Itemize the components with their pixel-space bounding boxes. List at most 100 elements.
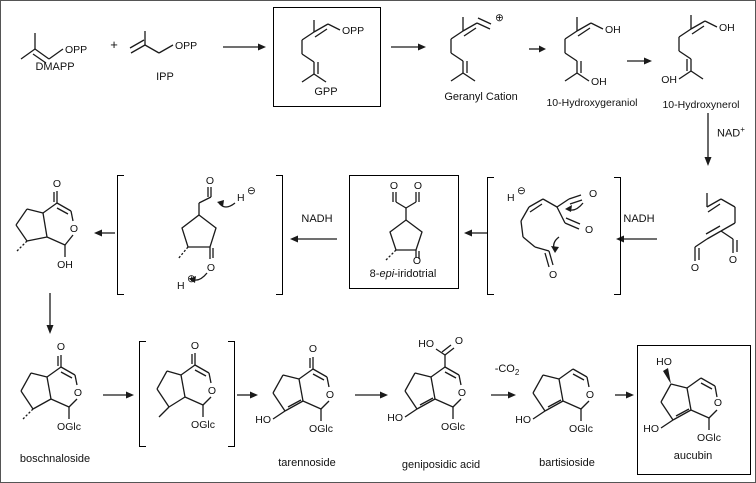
ring-oxygen-label: O (326, 389, 334, 401)
hydroxygeraniol-structure: OH OH (564, 17, 621, 88)
iridotrial-structure: O O O (385, 180, 423, 267)
oglc-label: OGlc (697, 432, 721, 444)
bracket-left (487, 177, 494, 295)
hydride-label: H (237, 192, 245, 204)
cyclization-intermediate: H ⊖ O O O (487, 177, 621, 295)
reduction-structure: O H ⊖ O H ⊕ (177, 175, 256, 292)
proton-label: H (177, 280, 185, 292)
arrow-to-gpp (223, 43, 266, 51)
carboxyl-hydroxyl-label: HO (418, 338, 434, 350)
arrow-down-to-boschnaloside (46, 293, 54, 334)
arrow-nadh-right (616, 235, 657, 243)
gpp-structure: OPP (301, 20, 364, 83)
bartisioside-structure: O OGlc HO (515, 368, 594, 435)
arrow-to-hydroxygeraniol (529, 45, 546, 53)
hydroxymethyl-label: HO (515, 414, 531, 426)
aldehyde-oxygen-label: O (413, 255, 421, 267)
aucubin-box: O HO OGlc HO aucubin (637, 345, 751, 475)
aldehyde-oxygen-label: O (549, 269, 557, 281)
ring-oxygen-label: O (458, 387, 466, 399)
arrow-nadh-left (290, 235, 337, 243)
gpp-box: OPP GPP (273, 7, 381, 107)
aucubin-label: aucubin (673, 450, 713, 462)
plus-sign: + (110, 37, 118, 52)
arrow-to-bartisioside (491, 391, 516, 399)
hydroxyl-label: OH (591, 76, 607, 88)
intermediate-structure: O O OGlc (156, 340, 216, 431)
nad-label: NAD+ (717, 125, 745, 140)
minus-charge-icon: ⊖ (517, 185, 526, 197)
nadh-label: NADH (623, 213, 655, 225)
oxogeranial-structure: O O (691, 193, 738, 274)
plus-charge-icon: ⊕ (187, 273, 196, 285)
tarennoside-label: tarennoside (278, 457, 336, 469)
ring-oxygen-label: O (74, 387, 82, 399)
opp-label: OPP (175, 40, 197, 52)
tarennoside-structure: O O OGlc HO (255, 343, 334, 435)
arrow-nad-down (704, 113, 712, 166)
hydroxyl-label: OH (605, 24, 621, 36)
ring-oxygen-label: O (714, 397, 722, 409)
ipp-label: IPP (156, 71, 174, 83)
oglc-label: OGlc (309, 423, 333, 435)
hydroxymethyl-label: HO (643, 423, 659, 435)
aldehyde-oxygen-label: O (691, 262, 699, 274)
opp-label: OPP (65, 44, 87, 56)
arrow-to-lactol (94, 229, 115, 237)
minus-charge-icon: ⊖ (247, 185, 256, 197)
hydride-label: H (507, 192, 515, 204)
ipp-structure: OPP (129, 31, 197, 54)
arrow-to-iridotrial (464, 229, 487, 237)
boschnaloside-label: boschnaloside (19, 453, 91, 465)
hydroxymethyl-label: HO (387, 412, 403, 424)
hydroxyl-label: OH (57, 259, 73, 271)
aldehyde-oxygen-label: O (390, 180, 398, 192)
hydroxymethyl-label: HO (255, 414, 271, 426)
geniposidic-acid-label: geniposidic acid (401, 459, 481, 471)
arrow-to-intermediate (103, 391, 134, 399)
aldehyde-oxygen-label: O (589, 188, 597, 200)
iridotrial-box: O O O 8-epi-iridotrial (349, 175, 459, 289)
bracket-left (139, 341, 146, 447)
oglc-label: OGlc (441, 421, 465, 433)
geranyl-cation-label: Geranyl Cation (444, 91, 518, 103)
hydroxyl-label: OH (719, 22, 735, 34)
hydroxyl-label: OH (661, 74, 677, 86)
aldehyde-oxygen-label: O (57, 341, 65, 353)
plus-charge-icon: ⊕ (495, 12, 504, 24)
aldehyde-oxygen-label: O (585, 224, 593, 236)
gpp-label: GPP (314, 86, 338, 98)
aldehyde-oxygen-label: O (414, 180, 422, 192)
arrow-to-geranyl-cation (391, 43, 426, 51)
aldehyde-oxygen-label: O (309, 343, 317, 355)
hydroxygeraniol-label: 10-Hydroxygeraniol (546, 97, 638, 109)
carboxyl-oxygen-label: O (455, 335, 463, 347)
aldehyde-oxygen-label: O (53, 178, 61, 190)
cyclization-structure: H ⊖ O O O (507, 185, 597, 281)
ring-oxygen-label: O (586, 389, 594, 401)
nadh-label: NADH (301, 213, 333, 225)
dmapp-label: DMAPP (35, 61, 75, 73)
arrow-to-aucubin (615, 391, 634, 399)
ring-oxygen-label: O (70, 223, 78, 235)
iridotrial-label: 8-epi-iridotrial (369, 268, 437, 280)
arrow-to-hydroxynerol (627, 57, 652, 65)
hydroxyl-label: HO (656, 356, 672, 368)
aucubin-structure: O HO OGlc HO (643, 356, 722, 444)
arrow-to-geniposidic-acid (355, 391, 388, 399)
geniposidic-acid-structure: O O HO OGlc HO (387, 335, 466, 433)
opp-label: OPP (342, 25, 364, 37)
aldehyde-oxygen-label: O (207, 262, 215, 274)
boschnaloside-structure: O O OGlc (20, 341, 82, 433)
ring-oxygen-label: O (208, 385, 216, 397)
hydroxynerol-structure: OH OH (661, 15, 735, 86)
bracket-right (276, 175, 283, 295)
aldehyde-oxygen-label: O (729, 254, 737, 266)
bracket-right (228, 341, 235, 447)
arrow-to-tarennoside (237, 391, 258, 399)
oglc-label: OGlc (569, 423, 593, 435)
bartisioside-label: bartisioside (539, 457, 595, 469)
oglc-label: OGlc (191, 419, 215, 431)
oglc-label: OGlc (57, 421, 81, 433)
